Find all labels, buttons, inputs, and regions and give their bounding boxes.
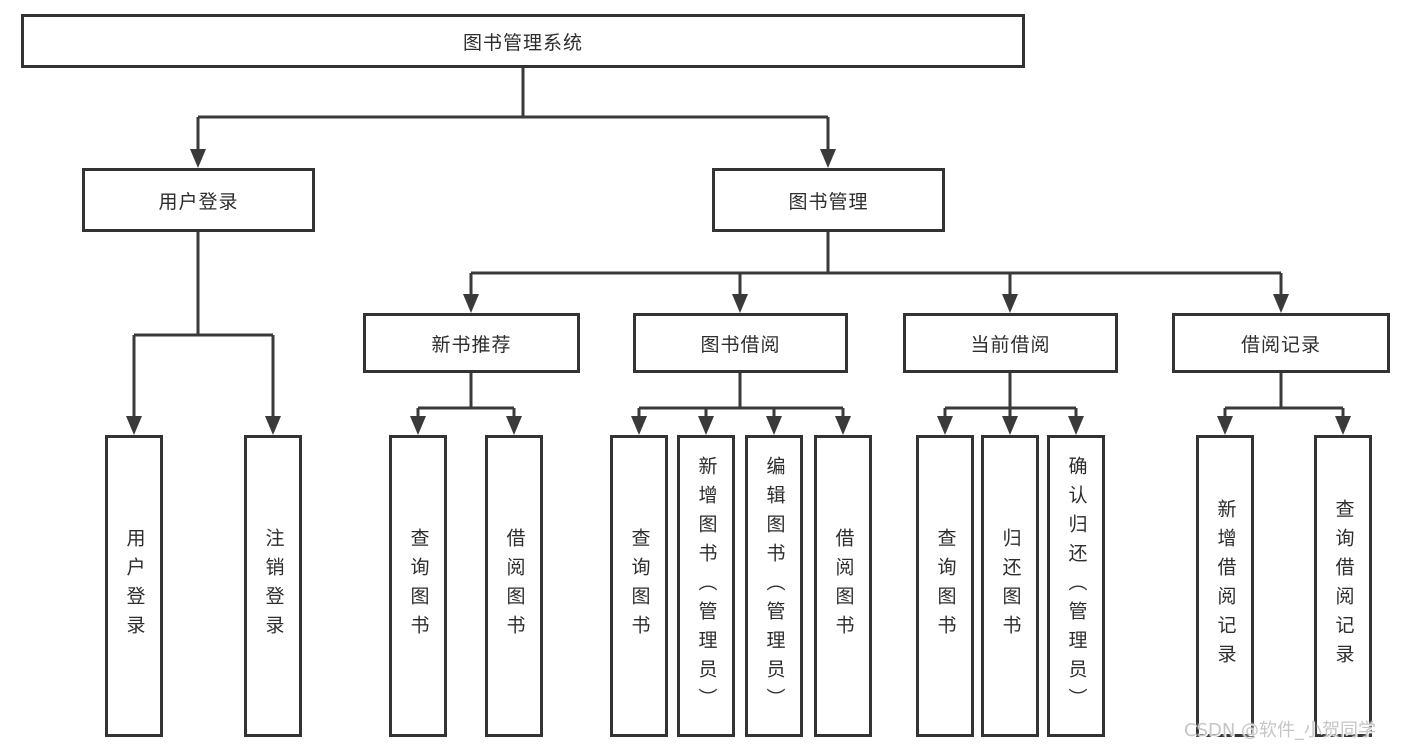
- arrow-down-leaf: [698, 416, 714, 435]
- leaf-borrow-books: 借阅图书: [485, 435, 543, 737]
- leaf-query-books: 查询图书: [389, 435, 447, 737]
- leaf-label: 查询图书: [628, 528, 651, 644]
- arrow-down-current-borrow: [1002, 294, 1018, 313]
- node-label: 图书管理系统: [462, 31, 583, 54]
- node-new-book-recommend: 新书推荐: [363, 313, 580, 373]
- leaf-confirm-return-admin: 确认归还（管理员）: [1047, 435, 1105, 737]
- leaf-add-books-admin: 新增图书（管理员）: [677, 435, 735, 737]
- arrow-down-leaf: [937, 416, 953, 435]
- csdn-watermark: CSDN @软件_小贺同学: [1184, 720, 1377, 741]
- node-book-borrowing: 图书借阅: [633, 313, 848, 373]
- arrow-down-leaf: [1002, 416, 1018, 435]
- leaf-label: 查询借阅记录: [1332, 499, 1355, 673]
- arrow-down-leaf: [506, 416, 522, 435]
- leaf-label: 借阅图书: [503, 528, 526, 644]
- leaf-label: 新增图书（管理员）: [695, 455, 718, 717]
- node-label: 用户登录: [158, 190, 239, 213]
- leaf-user-login: 用户登录: [105, 435, 163, 737]
- leaf-return-books: 归还图书: [981, 435, 1039, 737]
- leaf-borrow-books: 借阅图书: [814, 435, 872, 737]
- node-book-management: 图书管理: [712, 168, 945, 232]
- arrow-down-leaf-login: [126, 416, 142, 435]
- leaf-label: 编辑图书（管理员）: [763, 455, 786, 717]
- arrow-down-leaf: [1335, 416, 1351, 435]
- leaf-query-books: 查询图书: [610, 435, 668, 737]
- arrow-down-leaf: [631, 416, 647, 435]
- arrow-down-book-management: [820, 149, 836, 168]
- node-borrowing-records: 借阅记录: [1172, 313, 1390, 373]
- leaf-label: 归还图书: [999, 528, 1022, 644]
- node-label: 借阅记录: [1240, 333, 1321, 356]
- leaf-label: 借阅图书: [832, 528, 855, 644]
- arrow-down-leaf: [1217, 416, 1233, 435]
- leaf-label: 查询图书: [407, 528, 430, 644]
- leaf-label: 注销登录: [262, 528, 285, 644]
- connector-book-management-children: [469, 232, 1283, 294]
- leaf-add-borrow-record: 新增借阅记录: [1196, 435, 1254, 737]
- arrow-down-leaf: [835, 416, 851, 435]
- arrow-down-leaf: [1068, 416, 1084, 435]
- arrow-down-user-login: [190, 149, 206, 168]
- connector-borrow-records-children: [1223, 373, 1345, 416]
- leaf-label: 新增借阅记录: [1214, 499, 1237, 673]
- node-label: 当前借阅: [970, 333, 1051, 356]
- arrow-down-borrow-record: [1273, 294, 1289, 313]
- node-label: 新书推荐: [431, 333, 512, 356]
- connector-user-login-children: [132, 232, 275, 416]
- leaf-edit-books-admin: 编辑图书（管理员）: [745, 435, 803, 737]
- leaf-query-borrow-record: 查询借阅记录: [1314, 435, 1372, 737]
- leaf-label: 确认归还（管理员）: [1065, 455, 1088, 717]
- leaf-logout: 注销登录: [244, 435, 302, 737]
- connector-new-book-children: [416, 373, 516, 416]
- arrow-down-leaf: [766, 416, 782, 435]
- leaf-label: 查询图书: [934, 528, 957, 644]
- node-user-login: 用户登录: [82, 168, 315, 232]
- leaf-label: 用户登录: [123, 528, 146, 644]
- node-current-borrowing: 当前借阅: [903, 313, 1118, 373]
- arrow-down-book-borrow: [732, 294, 748, 313]
- connector-book-borrowing-children: [637, 373, 845, 416]
- arrow-down-leaf: [410, 416, 426, 435]
- arrow-down-new-book: [463, 294, 479, 313]
- connector-current-borrowing-children: [943, 373, 1078, 416]
- connector-root-to-level2: [196, 68, 830, 149]
- node-label: 图书借阅: [700, 333, 781, 356]
- node-system-root: 图书管理系统: [21, 14, 1025, 68]
- arrow-down-leaf-logout: [265, 416, 281, 435]
- leaf-query-books: 查询图书: [916, 435, 974, 737]
- node-label: 图书管理: [788, 190, 869, 213]
